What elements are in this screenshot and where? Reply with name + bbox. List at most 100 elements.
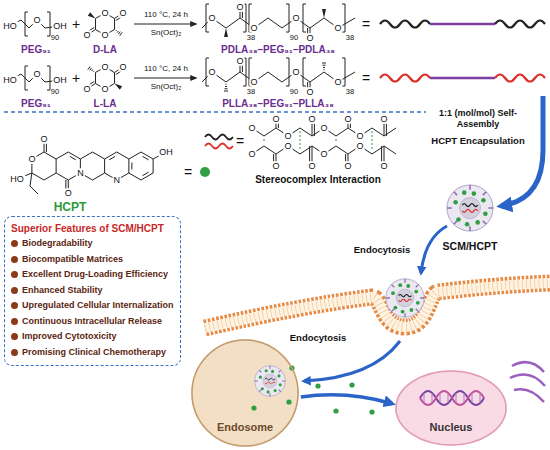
separator-line (4, 111, 426, 112)
chem-bond (32, 173, 44, 180)
chem-bond (264, 146, 276, 154)
atom-label: OH (158, 148, 174, 157)
atom-label: HO (2, 76, 18, 85)
chem-bond (216, 75, 226, 82)
chem-bond (256, 130, 264, 136)
chem-bond (104, 159, 105, 173)
atom-label: O (343, 162, 352, 171)
chem-bond (226, 18, 240, 28)
micelle (447, 185, 493, 231)
chem-bond (240, 66, 241, 73)
chem-bond (65, 180, 66, 189)
box-title: Superior Features of SCM/HCPT (11, 221, 174, 236)
repeat-subscript: 38 (247, 34, 255, 42)
atom-label: O (118, 63, 127, 72)
chem-bond (216, 21, 226, 28)
bullet-dot (11, 318, 18, 325)
chem-bond (141, 173, 153, 180)
interaction-line (300, 131, 301, 151)
chem-bond (24, 173, 31, 176)
feature-text: Excellent Drug-Loading Efficiency (22, 267, 168, 283)
chem-bond (80, 152, 92, 159)
atom-label: O (82, 85, 91, 94)
atom-label: O (82, 31, 91, 40)
chem-bond (44, 173, 56, 180)
chem-bond (129, 173, 141, 180)
atom-label: O (271, 162, 280, 171)
chem-bond (312, 124, 313, 137)
bracket (47, 12, 50, 36)
bracket (286, 58, 289, 86)
atom-label: OH (52, 76, 68, 85)
chem-bond (276, 154, 277, 162)
pdla-chain (495, 21, 545, 28)
compound-label: PDLA₃₈–PEG₉₁–PDLA₃₈ (221, 45, 335, 55)
repeat-subscript: 90 (290, 88, 298, 96)
chem-bond (300, 128, 312, 136)
chem-bond (68, 152, 80, 159)
chem-bond (93, 173, 105, 180)
feature-text: Biodegradability (22, 236, 93, 252)
chem-bond (292, 128, 300, 134)
bullet-dot (11, 349, 18, 356)
chem-bond (30, 173, 32, 186)
atom-label: O (27, 155, 36, 164)
chem-bond (121, 173, 129, 178)
nucleus-membrane (396, 371, 506, 445)
hash-bond (119, 32, 121, 34)
atom-label: O (343, 115, 352, 124)
micelle (386, 279, 424, 317)
peg-chain (430, 77, 495, 80)
chem-bond (116, 71, 121, 74)
chem-bond (348, 124, 349, 129)
chem-bond (143, 172, 149, 176)
atom-label: O (100, 63, 109, 72)
chem-bond (328, 146, 336, 152)
compound-label: PEG₉₁ (21, 99, 51, 109)
chem-bond (129, 152, 141, 159)
atom-label: O (64, 189, 73, 198)
chem-bond (372, 146, 384, 154)
chem-bond (310, 18, 324, 28)
feature-item: Improved Cytotoxicity (11, 329, 174, 345)
chem-bond (364, 128, 372, 134)
bullet-dot (11, 256, 18, 263)
chem-bond (109, 15, 115, 18)
chem-bond (30, 186, 38, 194)
feature-text: Biocompatible Matrices (22, 252, 123, 268)
atom-label: OH (52, 22, 68, 31)
chem-bond (309, 146, 310, 162)
bullet-dot (11, 287, 18, 294)
chem-bond (348, 154, 349, 162)
atom-label: O (355, 142, 364, 151)
feature-item: Biocompatible Matrices (11, 252, 174, 268)
atom-label: O (333, 24, 342, 33)
interaction-line (372, 131, 373, 151)
hash-bond (90, 68, 92, 70)
endosome-fill (191, 339, 299, 447)
atom-label: O (247, 150, 256, 159)
step-label: 1:1 (mol/mol) Self-Assembly (438, 108, 518, 130)
wedge-bond (224, 28, 228, 37)
reaction-condition: 110 °C, 24 h (144, 11, 188, 19)
repeat-subscript: 90 (51, 88, 59, 96)
transport-arrow (301, 395, 392, 404)
nucleus-outline (395, 370, 507, 446)
operator-symbol: + (72, 71, 80, 85)
hash-bond (323, 67, 325, 68)
organelle-label: Endosome (217, 421, 273, 434)
hash-bond (324, 69, 325, 70)
feature-item: Promising Clinical Chemotherapy (11, 345, 174, 361)
operator-symbol: = (362, 17, 370, 31)
chem-bond (44, 144, 45, 153)
micelle-node: SCM/HCPT (428, 180, 512, 254)
chem-bond (56, 152, 68, 159)
feature-item: Enhanced Stability (11, 283, 174, 299)
compound-label: D-LA (93, 45, 117, 55)
chem-bond (56, 159, 57, 173)
chem-bond (109, 156, 115, 160)
chem-bond (384, 128, 396, 136)
atom-label: O (319, 124, 328, 133)
wedge-bond (88, 12, 96, 18)
chem-bond (31, 164, 32, 174)
